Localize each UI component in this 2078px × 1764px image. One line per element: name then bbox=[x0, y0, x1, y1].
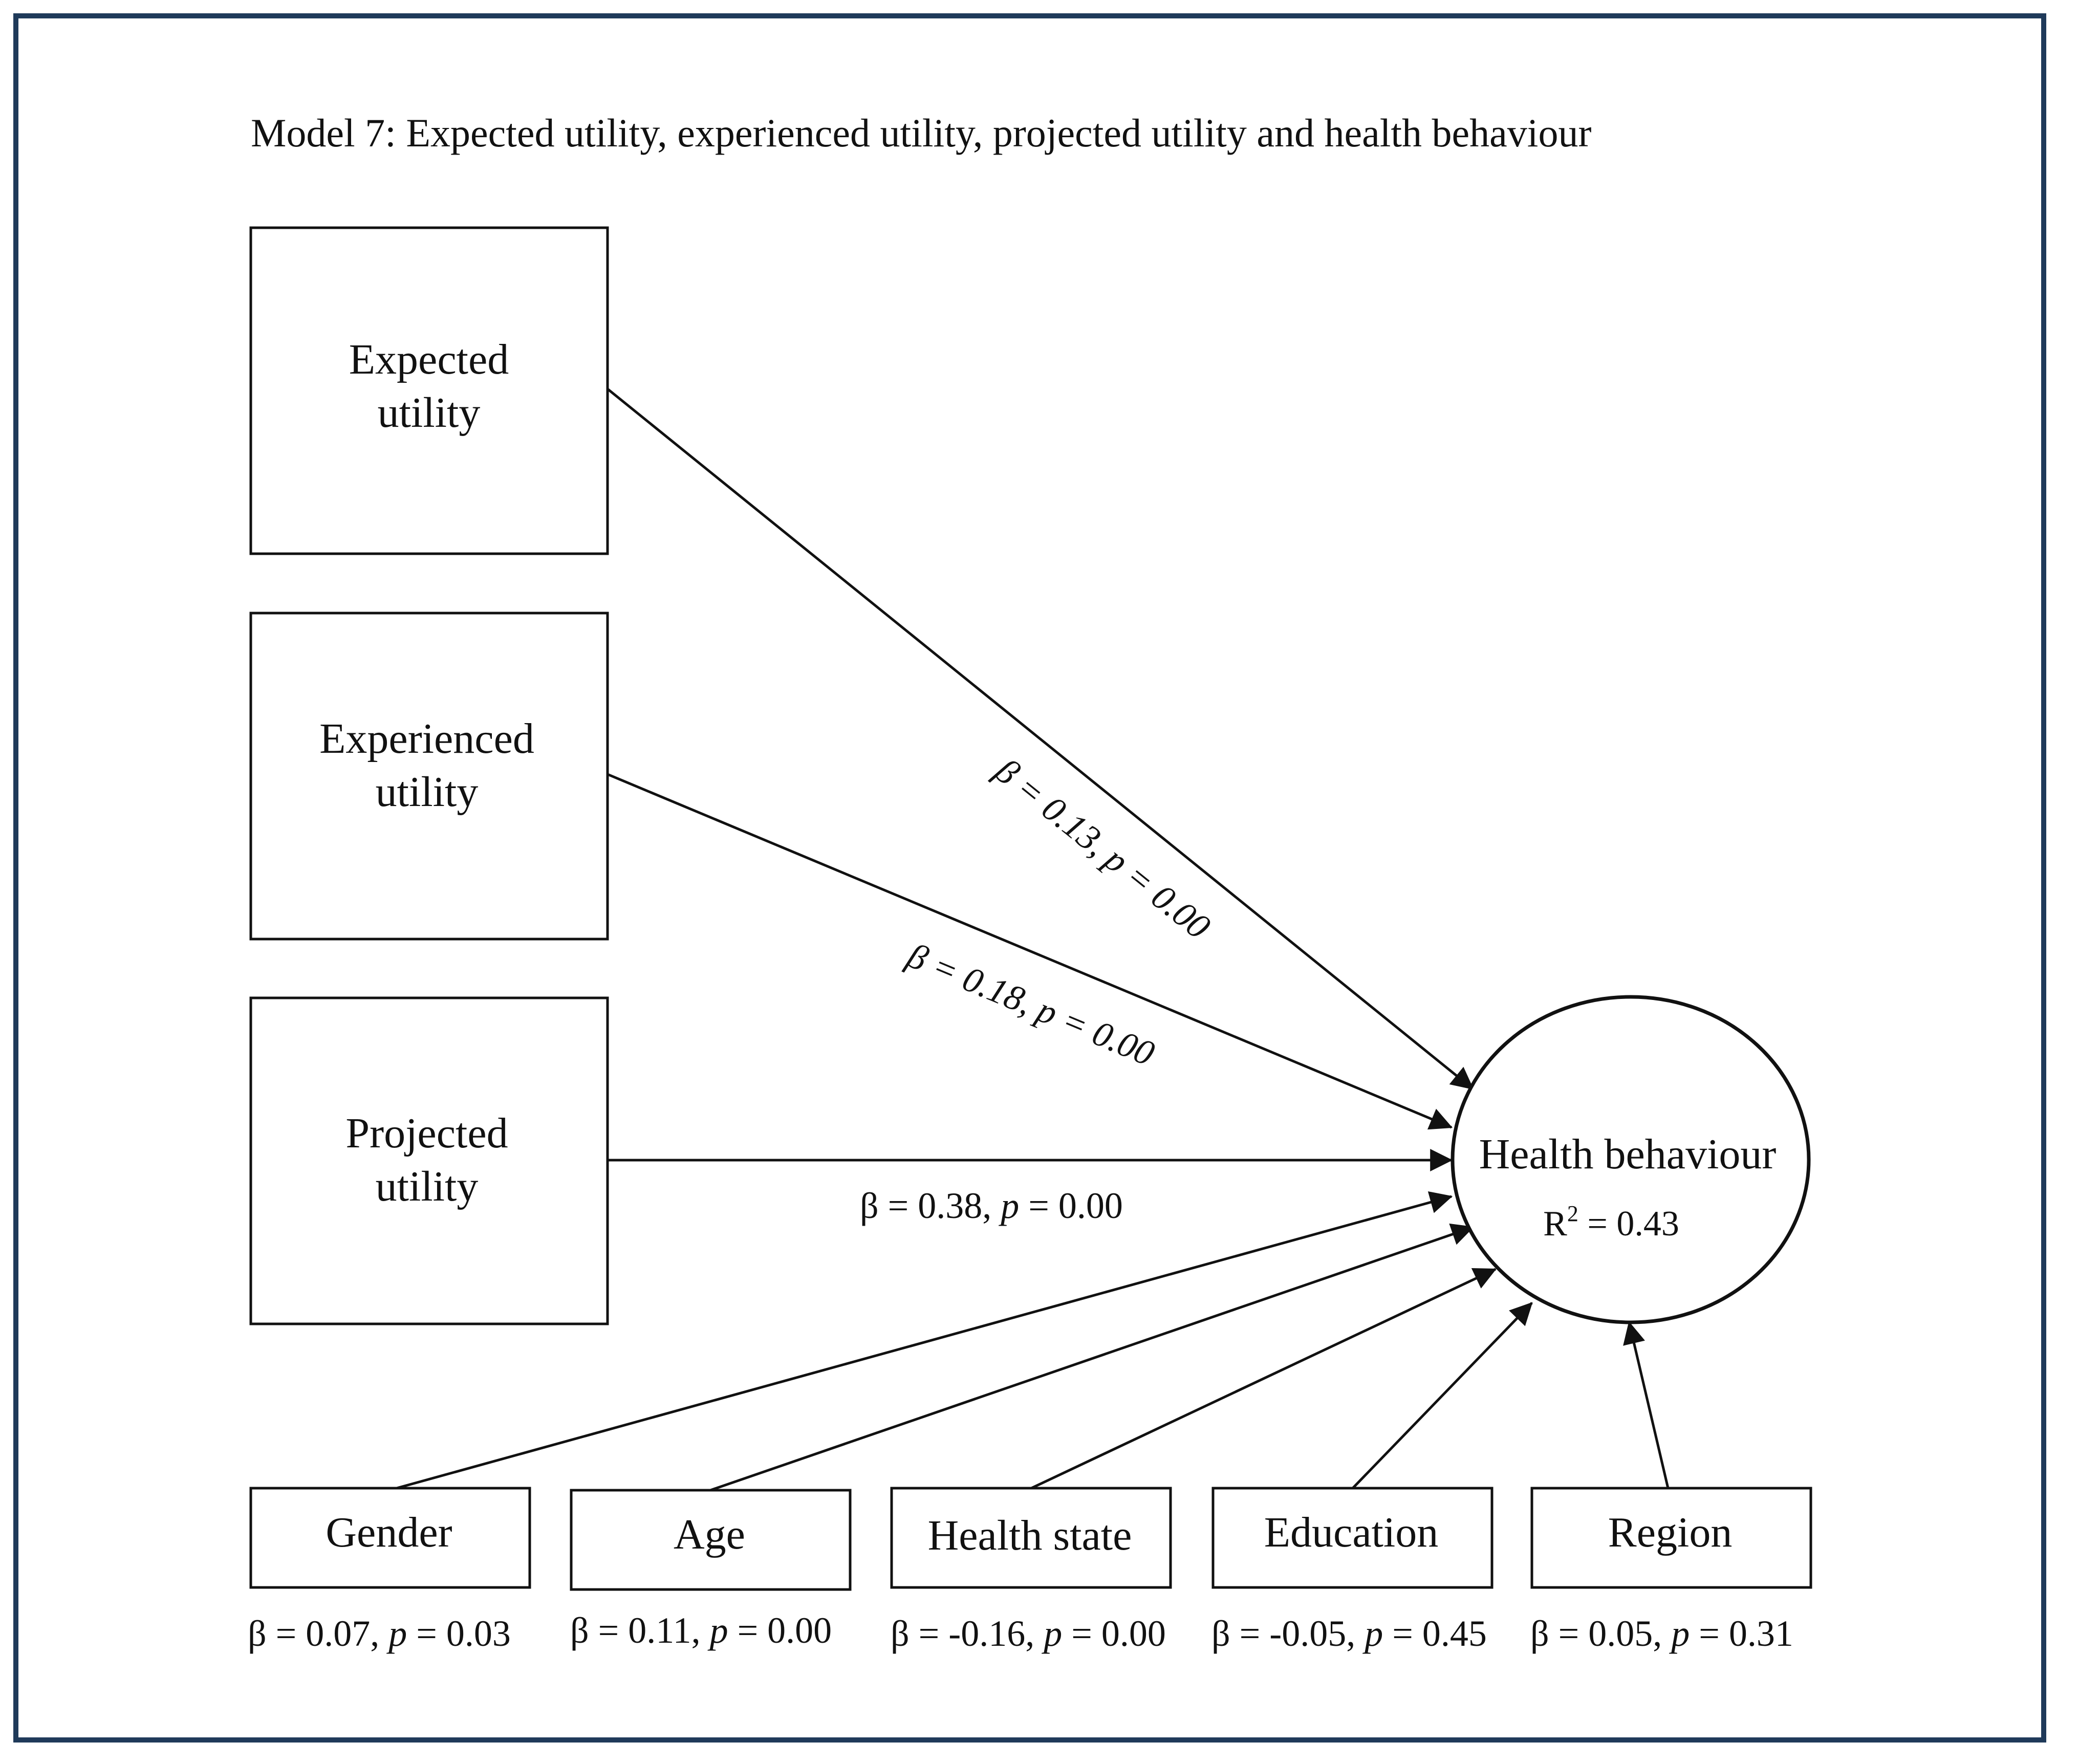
node-expected-utility: Expected utility bbox=[249, 226, 609, 555]
edge-education bbox=[1352, 1302, 1533, 1489]
coef-education: β = -0.05, p = 0.45 bbox=[1211, 1613, 1487, 1654]
control-label: Region bbox=[1608, 1509, 1733, 1556]
node-label-line2: utility bbox=[378, 389, 481, 437]
control-label: Gender bbox=[326, 1509, 452, 1556]
edge-region bbox=[1623, 1321, 1670, 1489]
edge-gender bbox=[396, 1191, 1453, 1490]
node-experienced-utility: Experienced utility bbox=[249, 612, 609, 941]
node-label-line1: Expected bbox=[349, 336, 509, 383]
node-label-line1: Projected bbox=[345, 1109, 508, 1157]
r-squared: R2 = 0.43 bbox=[1543, 1201, 1679, 1244]
node-label-line2: utility bbox=[376, 768, 479, 816]
control-label: Education bbox=[1264, 1509, 1439, 1556]
figure-title: Model 7: Expected utility, experienced u… bbox=[251, 111, 1591, 155]
coef-region: β = 0.05, p = 0.31 bbox=[1530, 1613, 1793, 1654]
edge-expected-utility bbox=[607, 388, 1474, 1090]
control-label: Health state bbox=[928, 1512, 1132, 1559]
coef-gender: β = 0.07, p = 0.03 bbox=[248, 1613, 511, 1654]
node-health-state: Health state bbox=[890, 1487, 1172, 1589]
node-gender: Gender bbox=[249, 1487, 531, 1589]
node-label-line1: Experienced bbox=[319, 715, 534, 763]
node-health-behaviour: Health behaviour R2 = 0.43 bbox=[1451, 995, 1811, 1324]
edge-experienced-utility bbox=[607, 773, 1453, 1130]
node-age: Age bbox=[570, 1489, 852, 1591]
control-label: Age bbox=[674, 1511, 745, 1558]
edge-health-state bbox=[1030, 1268, 1497, 1490]
node-education: Education bbox=[1211, 1487, 1493, 1589]
coef-expected-utility: β = 0.13, p = 0.00 bbox=[987, 750, 1217, 947]
coef-age: β = 0.11, p = 0.00 bbox=[570, 1610, 832, 1651]
coef-experienced-utility: β = 0.18, p = 0.00 bbox=[901, 935, 1160, 1074]
edge-age bbox=[710, 1223, 1475, 1492]
outcome-label: Health behaviour bbox=[1479, 1130, 1777, 1178]
node-region: Region bbox=[1530, 1487, 1812, 1589]
coef-health-state: β = -0.16, p = 0.00 bbox=[891, 1613, 1166, 1654]
node-label-line2: utility bbox=[376, 1163, 479, 1210]
node-projected-utility: Projected utility bbox=[249, 996, 609, 1325]
coef-projected-utility: β = 0.38, p = 0.00 bbox=[860, 1185, 1123, 1226]
